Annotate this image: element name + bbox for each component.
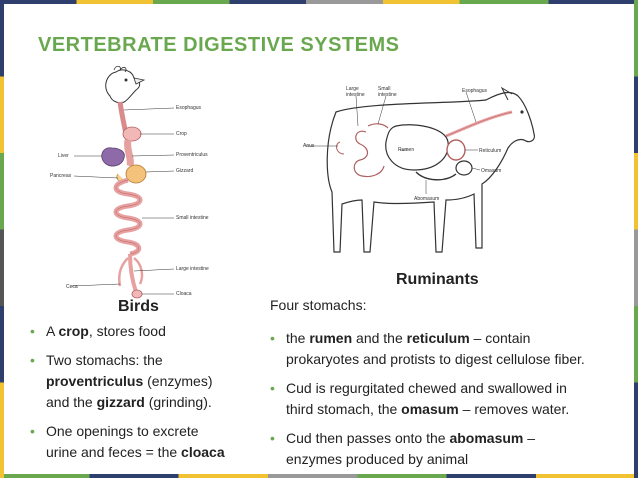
top-border-bar — [0, 0, 638, 4]
bird-label-ceca: Ceca — [66, 284, 78, 290]
bullet-icon: • — [270, 430, 275, 446]
ruminant-label-abomasum: Abomasum — [414, 196, 440, 202]
ruminant-label-rumen: Rumen — [398, 147, 415, 153]
list-item: •Cud then passes onto the abomasum –enzy… — [270, 430, 536, 467]
ruminant-digestive-diagram — [306, 86, 535, 253]
ruminant-label-reticulum: Reticulum — [479, 148, 502, 154]
right-border-bar — [634, 0, 638, 478]
bird-label-crop: Crop — [176, 131, 187, 137]
ruminant-label-anus: Anus — [303, 143, 315, 149]
bird-label-small-intestine: Small intestine — [176, 215, 209, 221]
bullet-icon: • — [30, 352, 35, 368]
bird-label-liver: Liver — [58, 153, 69, 159]
bird-label-gizzard: Gizzard — [176, 168, 194, 174]
bird-label-pancreas: Pancreas — [50, 173, 72, 179]
bird-digestive-diagram — [71, 66, 175, 299]
ruminant-label-small-intestine: Small intestine — [378, 86, 397, 98]
bullet-icon: • — [30, 423, 35, 439]
ruminants-intro: Four stomachs: — [270, 297, 367, 313]
bullet-icon: • — [270, 330, 275, 346]
bullet-icon: • — [30, 323, 35, 339]
bullet-icon: • — [270, 380, 275, 396]
left-border-bar — [0, 0, 4, 478]
ruminant-label-large-intestine: Large intestine — [346, 86, 365, 98]
list-item: •A crop, stores food — [30, 321, 265, 342]
ruminant-label-omasum: Omasum — [481, 168, 502, 174]
bird-label-esophagus: Esophagus — [176, 105, 202, 111]
bird-label-cloaca: Cloaca — [176, 291, 192, 297]
ruminant-label-esophagus: Esophagus — [462, 88, 488, 94]
ruminants-heading: Ruminants — [396, 271, 479, 288]
bird-label-large-intestine: Large intestine — [176, 266, 209, 272]
list-item: •Cud is regurgitated chewed and swallowe… — [270, 380, 570, 417]
birds-heading: Birds — [118, 298, 159, 315]
slide-title: VERTEBRATE DIGESTIVE SYSTEMS — [38, 34, 400, 56]
bottom-border-bar — [0, 474, 638, 478]
bird-label-proventriculus: Proventriculus — [176, 152, 208, 158]
